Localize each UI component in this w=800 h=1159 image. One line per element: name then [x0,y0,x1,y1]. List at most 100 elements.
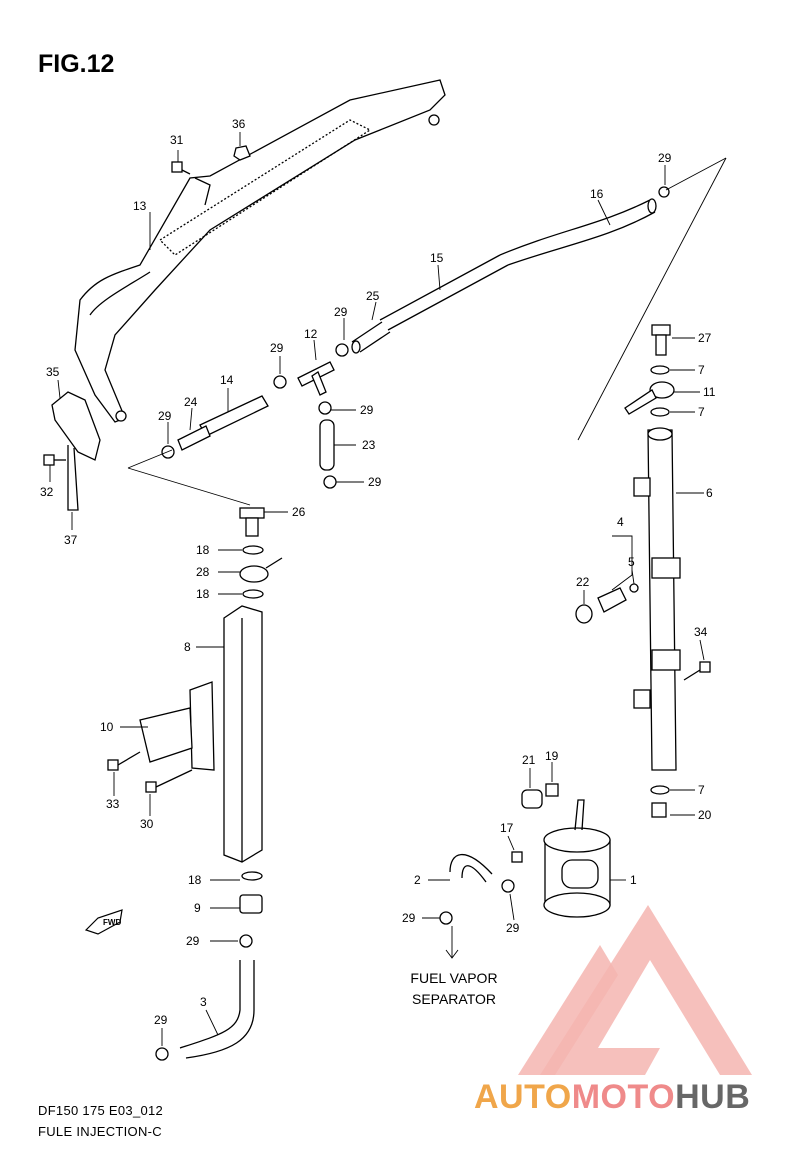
part-label: 18 [188,873,202,887]
part-30-bolt [145,769,193,793]
part-label: 34 [694,625,708,639]
figure-title: FIG.12 [38,50,115,78]
part-33-bolt [107,751,141,771]
part-label: 4 [617,515,624,529]
part-label: 7 [698,405,705,419]
part-13-bracket [74,79,446,423]
part-24-pipe [177,425,211,451]
part-label: 32 [40,485,54,499]
watermark-text: AUTOMOTOHUB [474,1078,750,1117]
part-37-clip [67,445,79,511]
part-28-union [239,557,283,583]
part-label: 31 [170,133,184,147]
part-label: 37 [64,533,78,547]
part-label: 15 [430,251,444,265]
watermark-logo [518,905,752,1075]
part-label: 30 [140,817,154,831]
part-11-union [624,381,675,415]
part-label: 29 [186,934,200,948]
part-26-bolt [239,507,265,537]
part-label: 23 [362,438,376,452]
part-label: 9 [194,901,201,915]
part-10-bracket [139,681,215,771]
part-label: 7 [698,783,705,797]
part-label: 33 [106,797,120,811]
part-25-hose [351,321,391,354]
part-label: 21 [522,753,536,767]
part-label: 19 [545,749,559,763]
part-9-fitting [239,894,263,914]
part-label: 16 [590,187,604,201]
part-label: 25 [366,289,380,303]
part-label: 24 [184,395,198,409]
part-label: 36 [232,117,246,131]
part-label: 35 [46,365,60,379]
part-label: 29 [154,1013,168,1027]
part-label: 17 [500,821,514,835]
part-27-bolt [651,324,671,356]
part-21-grommet [521,789,543,809]
part-35-bracket [51,391,101,461]
part-label: 29 [658,151,672,165]
part-32-bolt [43,454,66,466]
part-20-plug [651,802,667,818]
part-1-vapor-separator [543,799,611,918]
part-label: 22 [576,575,590,589]
part-label: 14 [220,373,234,387]
part-31-bolt [171,161,191,175]
part-36-nut [233,145,251,161]
part-label: 29 [360,403,374,417]
part-18-washers [241,545,264,881]
part-22-cap [575,604,593,624]
part-2-hose [449,853,493,883]
part-8-fuel-rail [223,605,263,863]
vapor-separator-callout-arrow [445,926,459,959]
reference-lines [127,157,727,506]
part-19-collar [545,783,559,797]
part-label: 8 [184,640,191,654]
model-code: DF150 175 E03_012 [38,1103,164,1118]
fwd-arrow-icon: FWD [84,909,123,935]
part-label: 11 [703,385,716,399]
callout-line-1: FUEL VAPOR [410,970,498,986]
part-17-bolt [511,851,523,863]
part-label: 13 [133,199,147,213]
part-34-bolt [683,661,711,681]
part-4-injector [597,587,627,613]
part-label: 12 [304,327,318,341]
part-label: 18 [196,543,210,557]
part-label: 29 [270,341,284,355]
part-label: 20 [698,808,712,822]
part-23-hose [319,419,335,471]
section-name: FULE INJECTION-C [38,1124,162,1139]
part-16-hose [499,198,657,266]
part-label: 26 [292,505,306,519]
part-label: 3 [200,995,207,1009]
part-7-washers [650,365,670,795]
part-label: 1 [630,873,637,887]
part-label: 27 [698,331,712,345]
watermark-moto: MOTO [571,1078,676,1116]
leader-lines [49,132,705,1046]
part-label: 29 [158,409,172,423]
part-6-fuel-rail [633,427,681,771]
part-label: 6 [706,486,713,500]
part-5-o-ring [629,583,639,593]
part-label: 18 [196,587,210,601]
callout-line-2: SEPARATOR [411,991,497,1007]
part-3-hose [179,960,255,1059]
watermark-hub: HUB [675,1078,751,1116]
watermark-auto: AUTO [474,1078,572,1116]
part-label: 10 [100,720,114,734]
part-label: 7 [698,363,705,377]
part-label: 29 [368,475,382,489]
part-label: 29 [402,911,416,925]
fwd-label: FWD [103,918,121,927]
clamps-29 [155,186,670,1061]
vapor-separator-callout: FUEL VAPOR SEPARATOR [398,968,510,1010]
part-12-t-joint [297,361,335,396]
part-label: 5 [628,555,635,569]
part-14-pipe [199,395,269,437]
